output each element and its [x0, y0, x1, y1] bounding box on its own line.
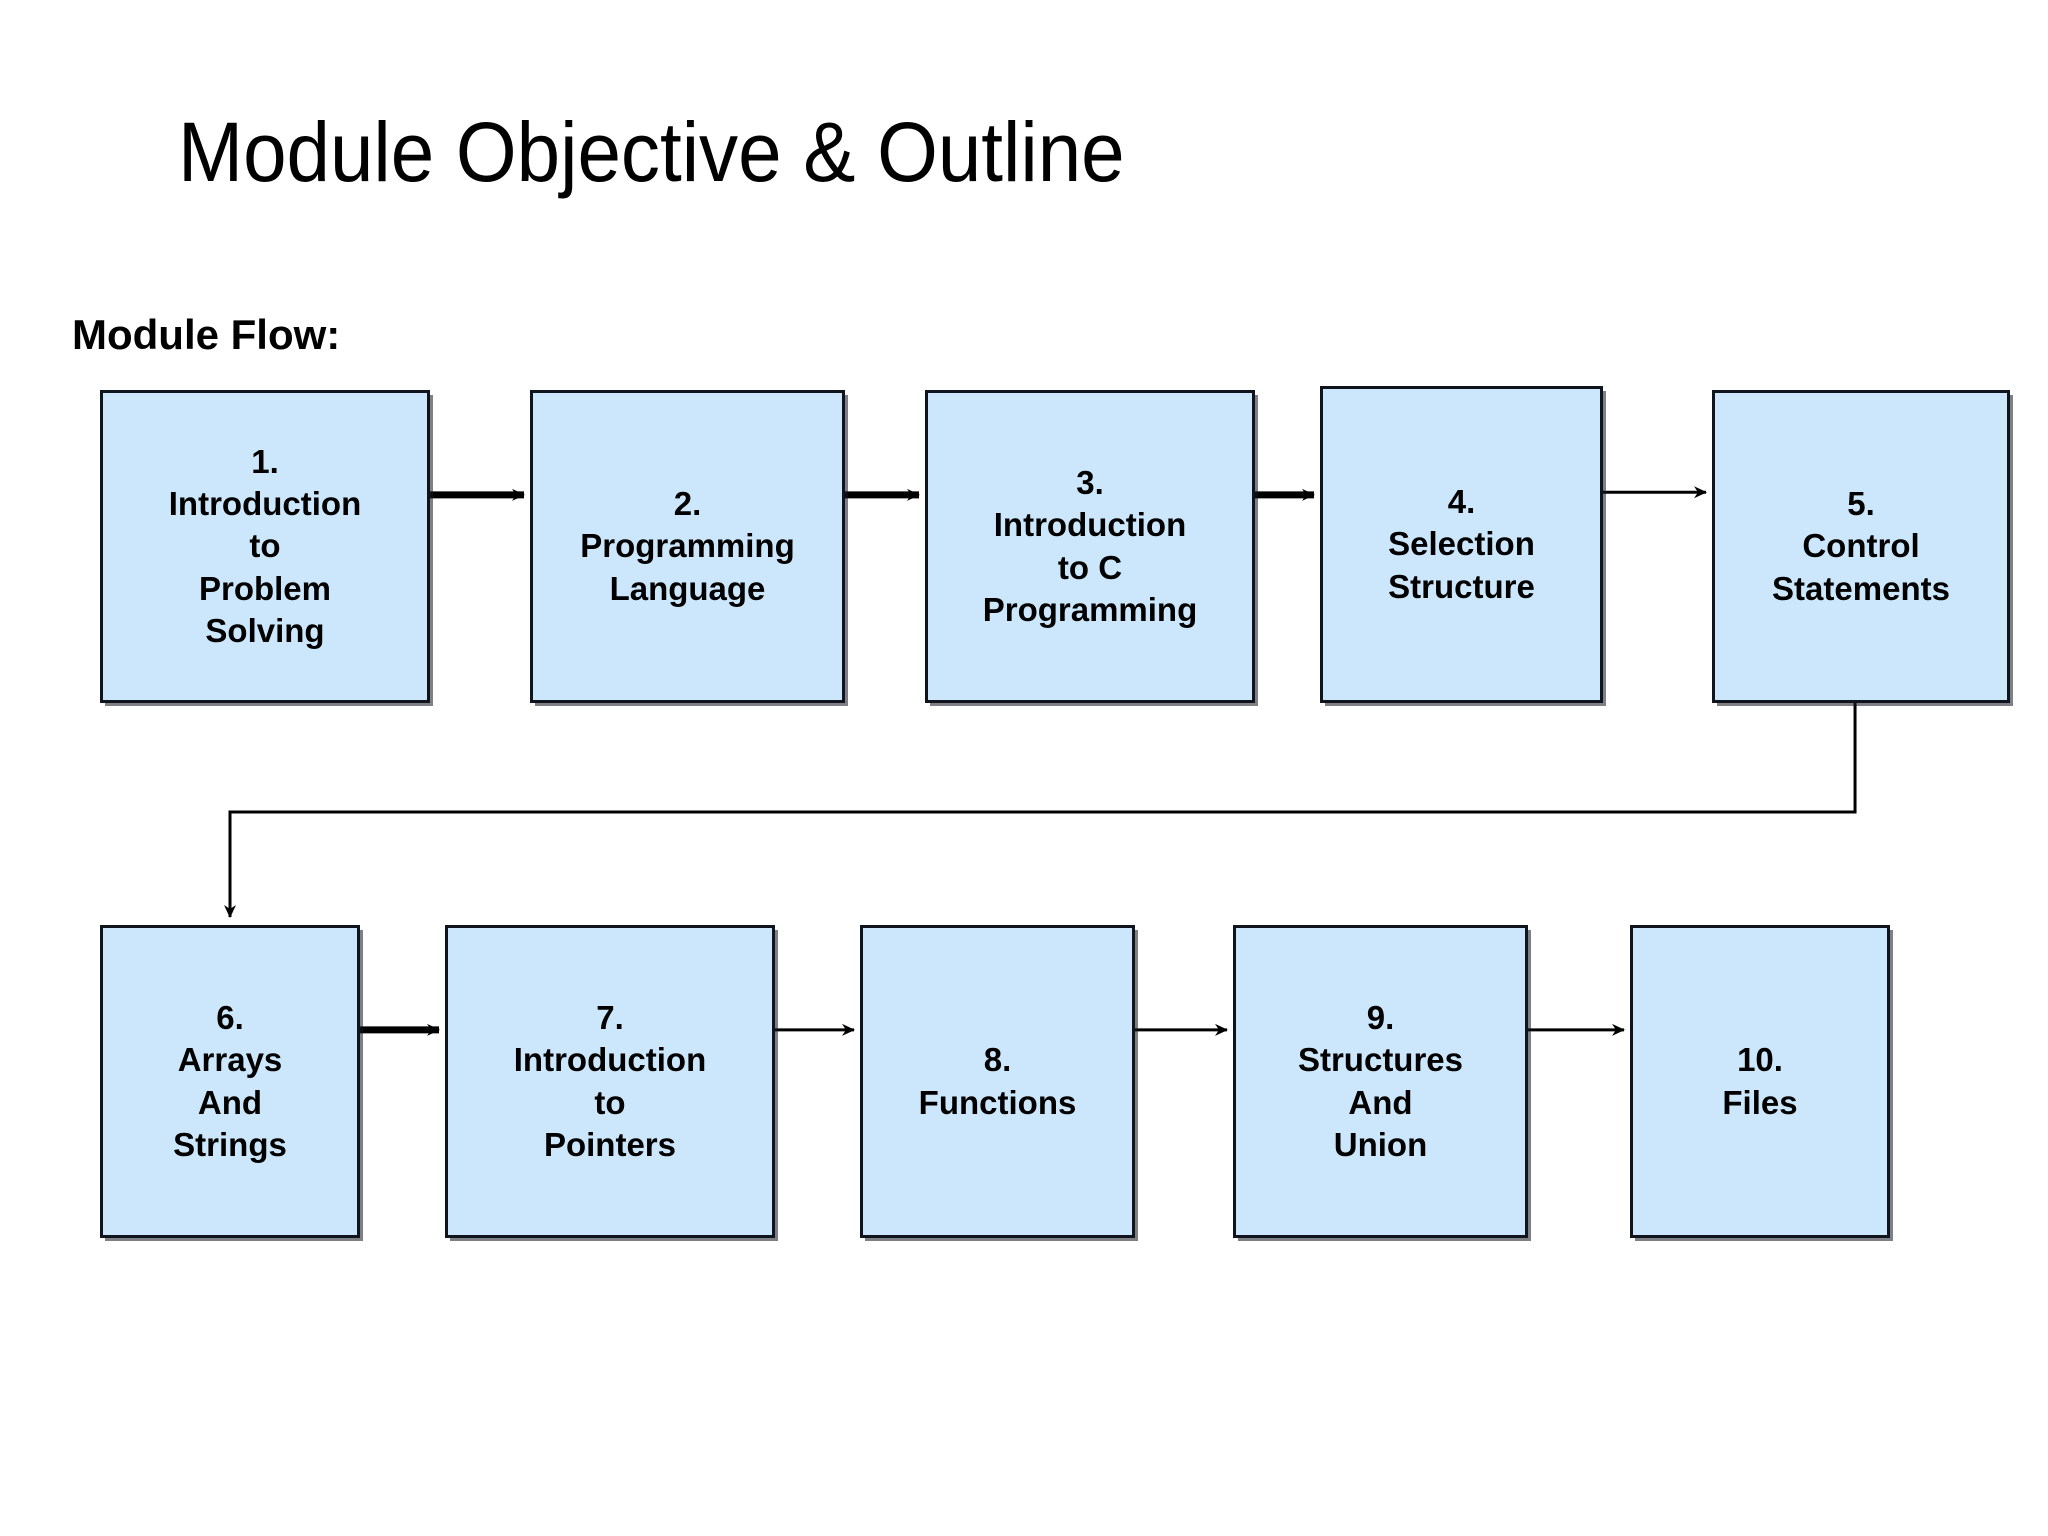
module-flow-label: Module Flow:: [72, 311, 341, 358]
flow-node-label: 1. Introduction to Problem Solving: [168, 442, 362, 649]
flow-node-1[interactable]: 1. Introduction to Problem Solving: [100, 390, 430, 703]
flow-node-label: 2. Programming Language: [580, 485, 795, 607]
flow-node-label: 10. Files: [1722, 1041, 1798, 1121]
flow-node-6[interactable]: 6. Arrays And Strings: [100, 925, 360, 1238]
flow-node-label: 8. Functions: [918, 1041, 1077, 1121]
flow-node-9[interactable]: 9. Structures And Union: [1233, 925, 1528, 1238]
flow-node-3[interactable]: 3. Introduction to C Programming: [925, 390, 1255, 703]
flow-node-label: 3. Introduction to C Programming: [982, 464, 1198, 628]
flow-node-label: 7. Introduction to Pointers: [513, 999, 707, 1163]
edge-5-6: [224, 703, 1857, 918]
flow-node-5[interactable]: 5. Control Statements: [1712, 390, 2010, 703]
page-title: Module Objective & Outline: [178, 105, 1125, 199]
flow-node-label: 5. Control Statements: [1772, 485, 1950, 607]
flow-node-10[interactable]: 10. Files: [1630, 925, 1890, 1238]
flow-node-label: 4. Selection Structure: [1388, 483, 1535, 605]
flow-node-7[interactable]: 7. Introduction to Pointers: [445, 925, 775, 1238]
flow-node-4[interactable]: 4. Selection Structure: [1320, 386, 1603, 703]
flow-node-8[interactable]: 8. Functions: [860, 925, 1135, 1238]
flow-node-label: 9. Structures And Union: [1297, 999, 1464, 1163]
flow-node-label: 6. Arrays And Strings: [173, 999, 287, 1163]
flow-node-2[interactable]: 2. Programming Language: [530, 390, 845, 703]
